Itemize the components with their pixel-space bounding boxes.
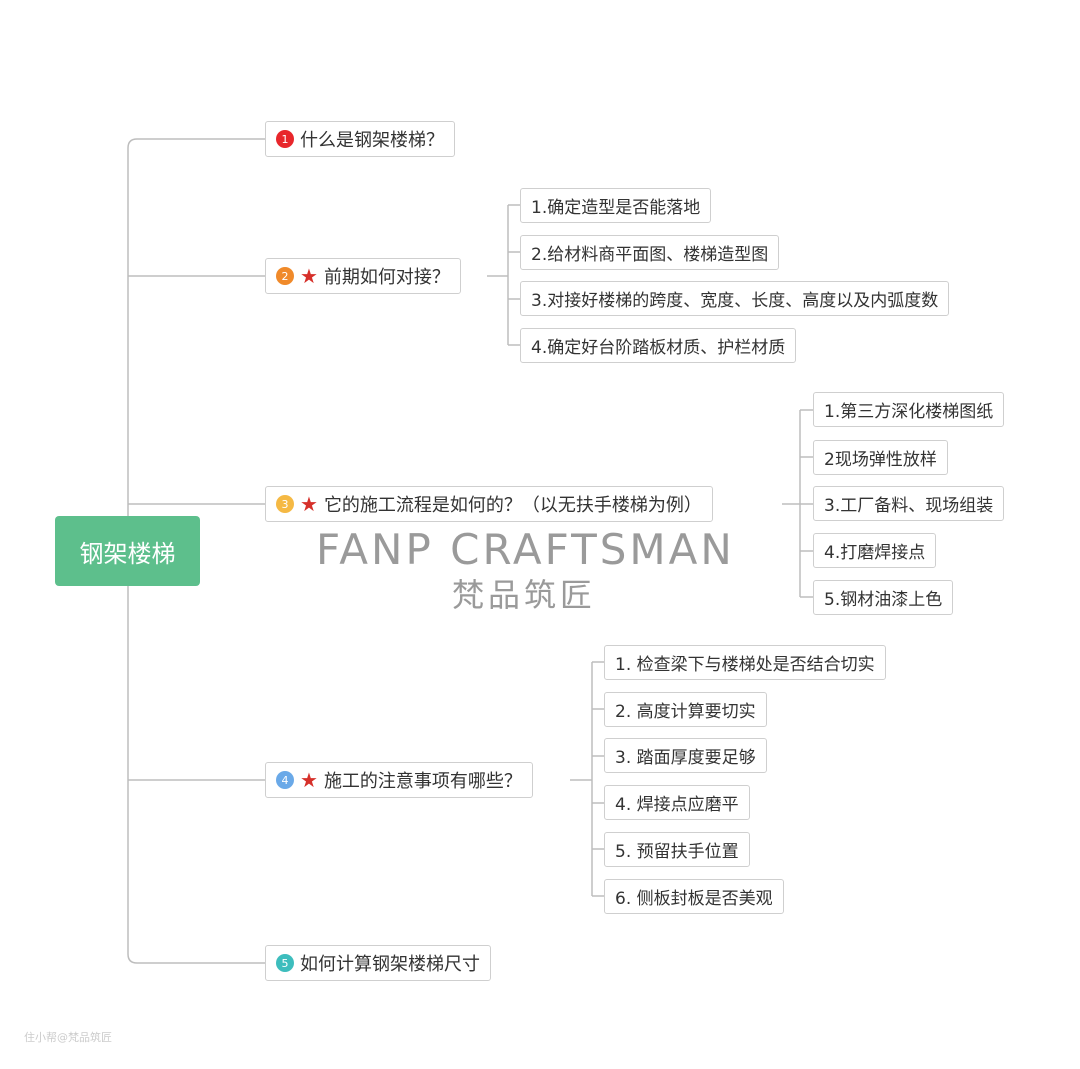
topic-node[interactable]: 5 如何计算钢架楼梯尺寸	[265, 945, 491, 981]
star-icon: ★	[300, 768, 318, 792]
subtopic-node[interactable]: 1.第三方深化楼梯图纸	[813, 392, 1005, 427]
subtopic-node[interactable]: 2. 高度计算要切实	[604, 692, 767, 727]
priority-badge-icon: 5	[276, 954, 294, 972]
watermark-en: FANP CRAFTSMAN	[316, 525, 735, 574]
subtopic-node[interactable]: 4.确定好台阶踏板材质、护栏材质	[520, 328, 797, 363]
subtopic-node[interactable]: 3.对接好楼梯的跨度、宽度、长度、高度以及内弧度数	[520, 281, 950, 316]
star-icon: ★	[300, 492, 318, 516]
subtopic-node[interactable]: 1. 检查梁下与楼梯处是否结合切实	[604, 645, 886, 680]
topic-node[interactable]: 1 什么是钢架楼梯？	[265, 121, 455, 157]
subtopic-node[interactable]: 4.打磨焊接点	[813, 533, 937, 568]
priority-badge-icon: 2	[276, 267, 294, 285]
priority-badge-icon: 4	[276, 771, 294, 789]
subtopic-node[interactable]: 1.确定造型是否能落地	[520, 188, 712, 223]
subtopic-node[interactable]: 5.钢材油漆上色	[813, 580, 954, 615]
subtopic-node[interactable]: 6. 侧板封板是否美观	[604, 879, 784, 914]
watermark-zh: 梵品筑匠	[452, 576, 597, 614]
topic-label: 前期如何对接？	[323, 267, 450, 288]
subtopic-node[interactable]: 3. 踏面厚度要足够	[604, 738, 767, 773]
root-node[interactable]: 钢架楼梯	[55, 516, 200, 586]
subtopic-node[interactable]: 2现场弹性放样	[813, 440, 948, 475]
star-icon: ★	[300, 264, 318, 288]
subtopic-node[interactable]: 5. 预留扶手位置	[604, 832, 750, 867]
subtopic-node[interactable]: 2.给材料商平面图、楼梯造型图	[520, 235, 780, 270]
priority-badge-icon: 1	[276, 130, 294, 148]
topic-node[interactable]: 3 ★它的施工流程是如何的？（以无扶手楼梯为例）	[265, 486, 713, 522]
topic-label: 什么是钢架楼梯？	[300, 130, 444, 151]
topic-label: 如何计算钢架楼梯尺寸	[300, 954, 480, 975]
topic-label: 施工的注意事项有哪些？	[323, 771, 522, 792]
watermark-credit: 住小帮@梵品筑匠	[24, 1031, 112, 1044]
topic-label: 它的施工流程是如何的？（以无扶手楼梯为例）	[323, 495, 702, 516]
subtopic-node[interactable]: 3.工厂备料、现场组装	[813, 486, 1005, 521]
priority-badge-icon: 3	[276, 495, 294, 513]
topic-node[interactable]: 2 ★前期如何对接？	[265, 258, 461, 294]
topic-node[interactable]: 4 ★施工的注意事项有哪些？	[265, 762, 533, 798]
subtopic-node[interactable]: 4. 焊接点应磨平	[604, 785, 750, 820]
